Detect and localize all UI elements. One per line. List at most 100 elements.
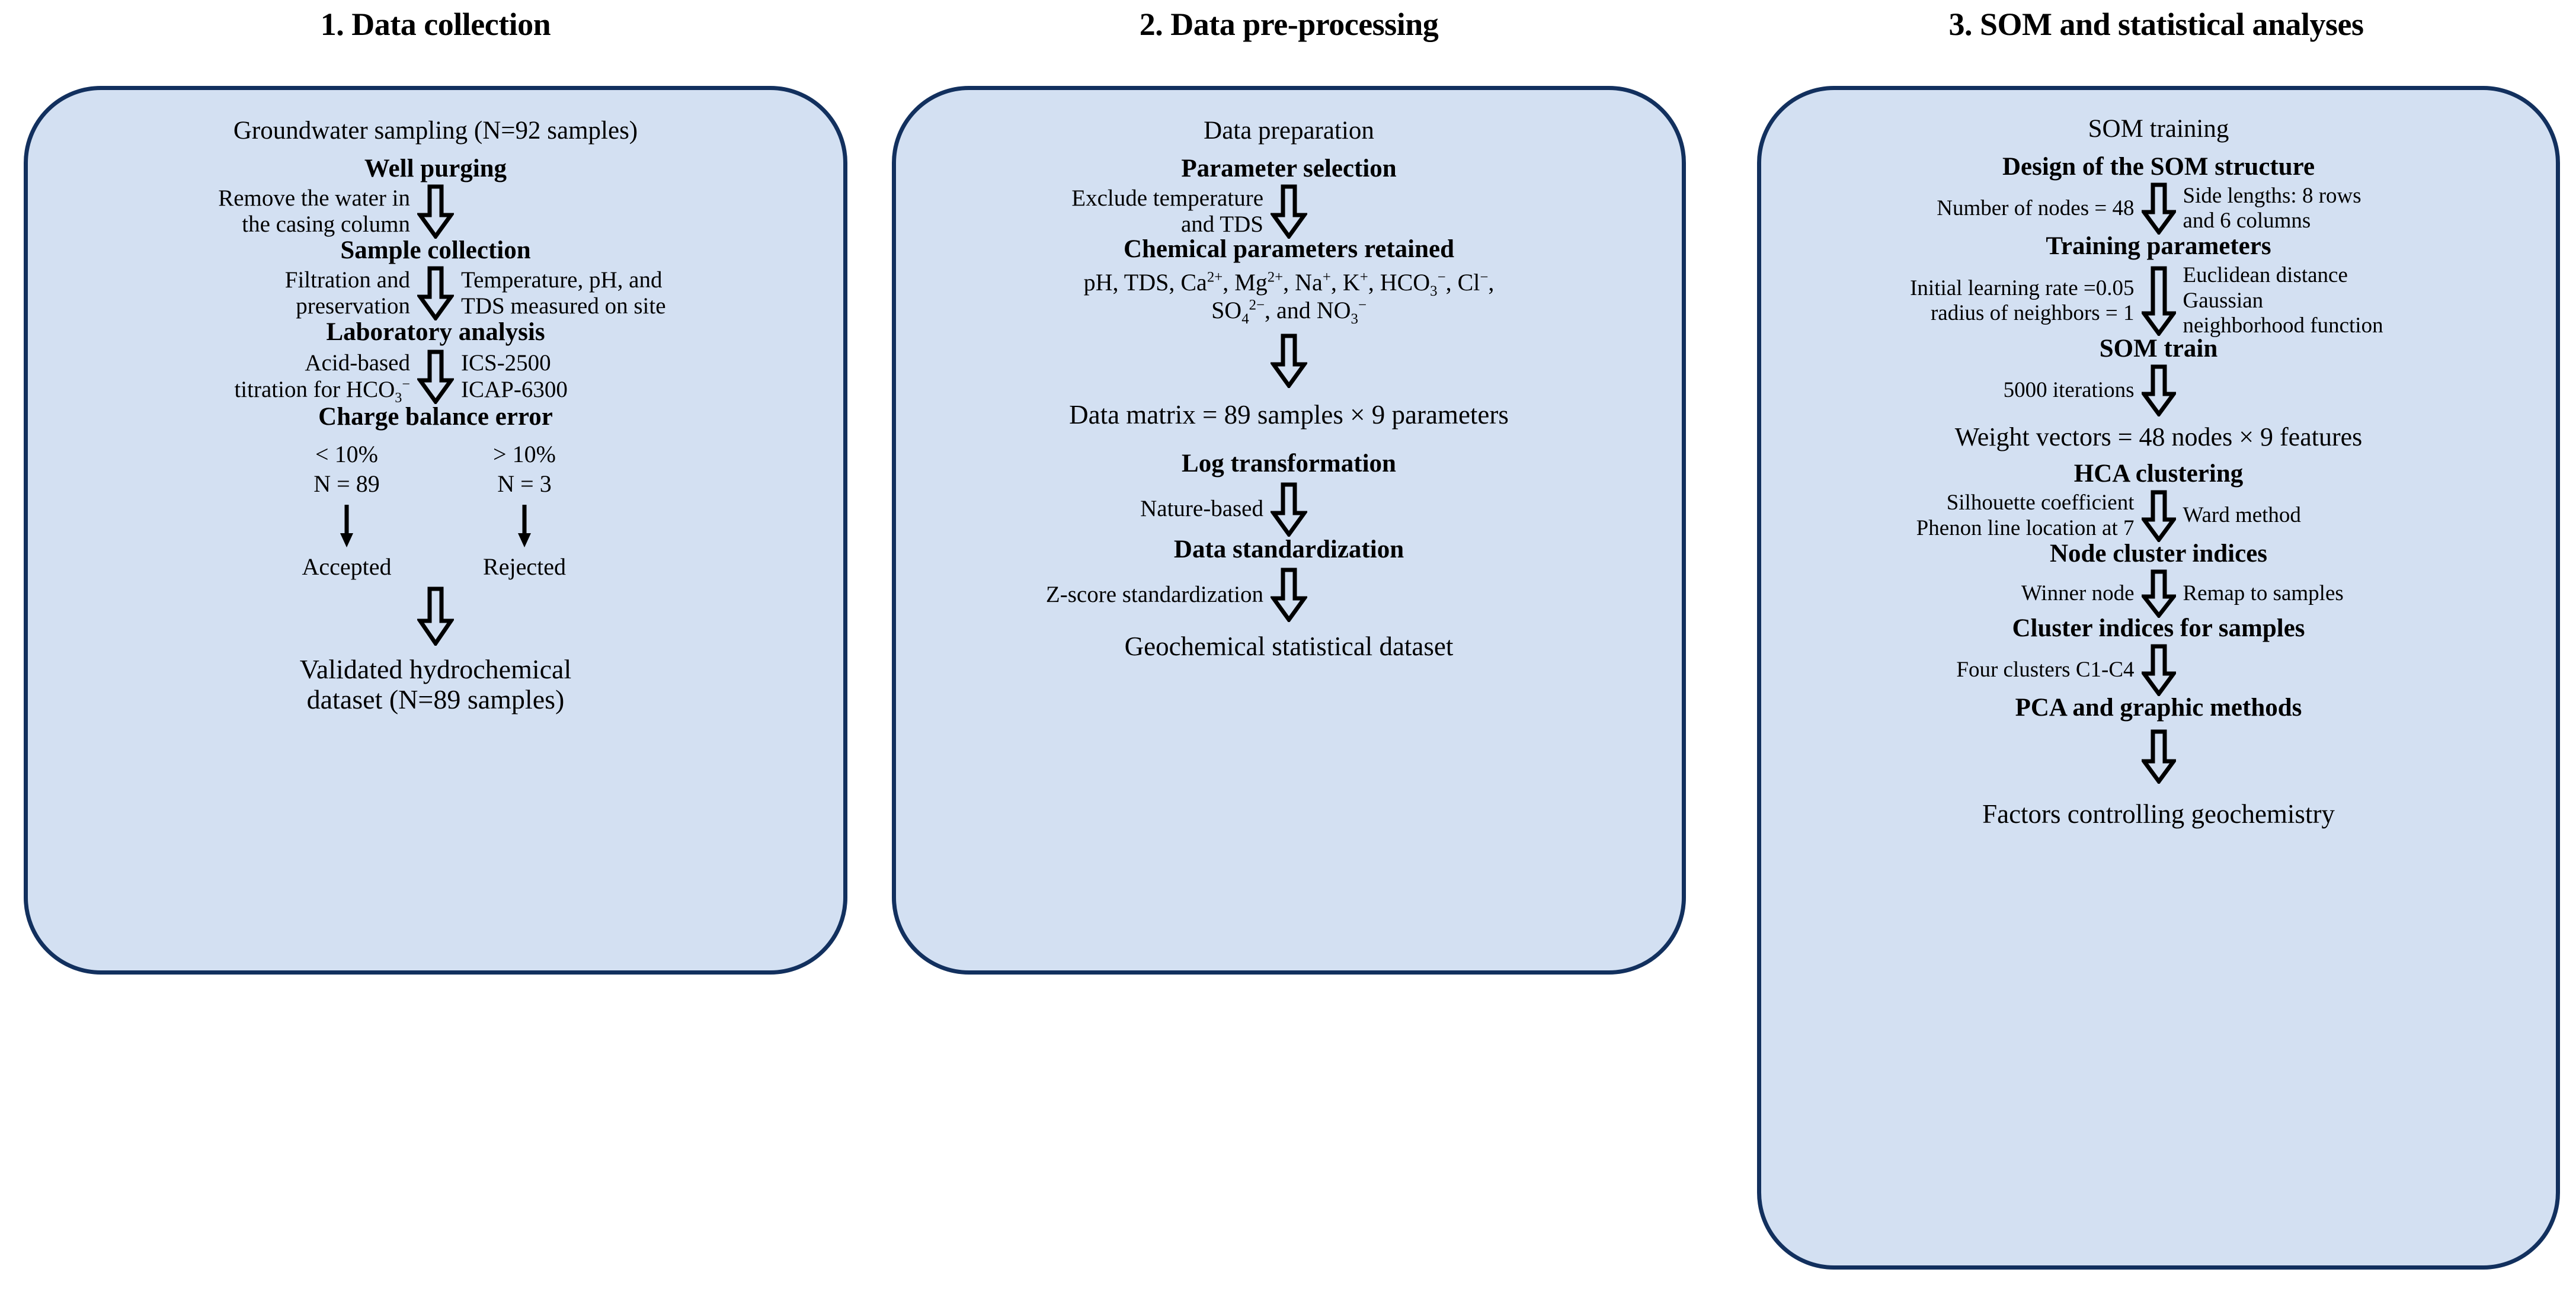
column-data-preprocessing: 2. Data pre-processing Data preparation … [868, 0, 1710, 975]
panel-title-1: 1. Data collection [320, 7, 551, 42]
block-arrow-down-icon [2141, 266, 2176, 336]
thin-arrow-down-icon [462, 504, 587, 547]
p2-heading-log-transformation: Log transformation [1182, 450, 1396, 478]
p3-row-node-cluster-indices: Winner node Remap to samples [1774, 569, 2543, 618]
p3-heading-pca-graphic-methods: PCA and graphic methods [2015, 693, 2302, 722]
p3-row-som-train: 5000 iterations [1774, 364, 2543, 417]
column-som-analyses: 3. SOM and statistical analyses SOM trai… [1736, 0, 2576, 1270]
p3-hca-right: Ward method [2183, 503, 2301, 528]
p3-design-left: Number of nodes = 48 [1937, 196, 2135, 221]
p1-lab-left-line2: titration for HCO3− [41, 376, 410, 406]
p1-well-purging-left: Remove the water in the casing column [218, 185, 410, 238]
p1-row-sample-collection: Filtration and preservation Temperature,… [41, 266, 830, 321]
p3-heading-design-som: Design of the SOM structure [2002, 153, 2315, 181]
block-arrow-down-icon [2141, 490, 2176, 542]
p1-lab-left-line1: Acid-based [305, 350, 410, 376]
p2-heading-parameter-selection: Parameter selection [1181, 155, 1397, 183]
p3-heading-training-parameters: Training parameters [2046, 232, 2271, 261]
p2-params-line2: SO42−, and NO3− [1211, 297, 1367, 328]
p3-design-right: Side lengths: 8 rows and 6 columns [2183, 184, 2361, 233]
p2-row-log-transformation: Nature-based [909, 482, 1669, 537]
thin-arrow-down-icon [284, 504, 409, 547]
p1-branch-right-n: N = 3 [497, 470, 552, 497]
block-arrow-down-icon [2141, 644, 2176, 696]
p1-heading-sample-collection: Sample collection [340, 236, 531, 265]
p1-intro: Groundwater sampling (N=92 samples) [233, 117, 638, 145]
p1-heading-well-purging: Well purging [364, 155, 507, 183]
p1-branch-results: Accepted Rejected [41, 552, 830, 582]
p2-parameter-selection-left: Exclude temperature and TDS [1071, 185, 1263, 238]
p1-lab-right: ICS-2500 ICAP-6300 [461, 350, 568, 402]
p3-heading-node-cluster-indices: Node cluster indices [2049, 539, 2268, 568]
block-arrow-down-icon [1271, 184, 1307, 239]
block-arrow-down-icon [417, 266, 454, 321]
p1-branch-conditions: < 10% N = 89 > 10% N = 3 [41, 440, 830, 499]
p3-node-left: Winner node [2021, 581, 2135, 605]
column-data-collection: 1. Data collection Groundwater sampling … [0, 0, 871, 975]
panel-3-body: SOM training Design of the SOM structure… [1757, 86, 2560, 1270]
p3-outcome: Factors controlling geochemistry [1982, 799, 2335, 829]
panel-1-body: Groundwater sampling (N=92 samples) Well… [24, 86, 847, 975]
p1-arrow-to-outcome [41, 586, 830, 646]
p2-arrow-to-matrix [909, 334, 1669, 389]
p1-lab-left-sup: − [402, 376, 410, 392]
p3-heading-cluster-indices-samples: Cluster indices for samples [2012, 614, 2305, 642]
p2-row-parameter-selection: Exclude temperature and TDS [909, 184, 1669, 239]
p1-branch-right-cond: > 10% [493, 440, 556, 467]
p3-training-right: Euclidean distance Gaussian neighborhood… [2183, 263, 2383, 338]
p3-row-cluster-indices-samples: Four clusters C1-C4 [1774, 644, 2543, 696]
p3-training-left: Initial learning rate =0.05 radius of ne… [1910, 275, 2135, 325]
p1-branch-left-cond: < 10% [315, 440, 378, 467]
panel-title-3: 3. SOM and statistical analyses [1948, 7, 2364, 42]
p1-row-well-purging: Remove the water in the casing column [41, 184, 830, 239]
p2-heading-data-standardization: Data standardization [1173, 535, 1404, 563]
p3-som-train-left: 5000 iterations [2003, 378, 2135, 403]
p3-heading-hca-clustering: HCA clustering [2073, 460, 2244, 488]
block-arrow-down-icon [2141, 729, 2176, 784]
p2-intro: Data preparation [1204, 117, 1374, 145]
p1-sample-collection-right: Temperature, pH, and TDS measured on sit… [461, 267, 666, 319]
p3-hca-left: Silhouette coefficient Phenon line locat… [1916, 491, 2135, 540]
p1-lab-left: Acid-based titration for HCO3− [41, 350, 417, 406]
block-arrow-down-icon [417, 586, 454, 646]
block-arrow-down-icon [2141, 569, 2176, 618]
p3-weight-vectors: Weight vectors = 48 nodes × 9 features [1954, 422, 2363, 452]
p2-log-left: Nature-based [1140, 496, 1263, 522]
panel-2-body: Data preparation Parameter selection Exc… [892, 86, 1686, 975]
block-arrow-down-icon [417, 184, 454, 239]
p3-node-right: Remap to samples [2183, 581, 2344, 605]
p3-intro: SOM training [2088, 115, 2229, 143]
block-arrow-down-icon [1271, 482, 1307, 537]
p1-outcome: Validated hydrochemical dataset (N=89 sa… [299, 653, 572, 715]
p2-outcome: Geochemical statistical dataset [1124, 631, 1454, 661]
p3-arrow-to-outcome [1774, 729, 2543, 784]
p1-branch-right: > 10% N = 3 [462, 440, 587, 499]
p1-branch-left-n: N = 89 [313, 470, 380, 497]
p1-heading-laboratory-analysis: Laboratory analysis [326, 318, 545, 347]
p3-row-training-parameters: Initial learning rate =0.05 radius of ne… [1774, 263, 2543, 338]
block-arrow-down-icon [417, 350, 454, 404]
p1-lab-left-text: titration for HCO [234, 376, 395, 402]
p1-branch-arrows [41, 504, 830, 547]
p2-row-data-standardization: Z-score standardization [909, 568, 1669, 622]
block-arrow-down-icon [1271, 568, 1307, 622]
p2-heading-chemical-parameters: Chemical parameters retained [1123, 235, 1455, 264]
p2-data-matrix: Data matrix = 89 samples × 9 parameters [1069, 400, 1509, 430]
p3-row-hca-clustering: Silhouette coefficient Phenon line locat… [1774, 490, 2543, 542]
p1-branch-left-result: Accepted [302, 553, 392, 580]
p2-standardization-left: Z-score standardization [1045, 581, 1263, 607]
p1-lab-left-sub: 3 [395, 389, 402, 406]
p1-row-laboratory-analysis: Acid-based titration for HCO3− ICS-2500 … [41, 350, 830, 406]
p1-branch-right-result: Rejected [483, 553, 566, 580]
p1-branch-left: < 10% N = 89 [284, 440, 409, 499]
p3-heading-som-train: SOM train [2099, 334, 2218, 363]
panel-title-2: 2. Data pre-processing [1139, 7, 1439, 42]
block-arrow-down-icon [1271, 334, 1307, 389]
block-arrow-down-icon [2141, 182, 2176, 235]
p2-params-line1: pH, TDS, Ca2+, Mg2+, Na+, K+, HCO3−, Cl−… [1083, 269, 1495, 300]
p1-heading-charge-balance-error: Charge balance error [318, 402, 553, 431]
p3-row-design-som: Number of nodes = 48 Side lengths: 8 row… [1774, 182, 2543, 235]
p3-cluster-left: Four clusters C1-C4 [1956, 657, 2135, 682]
p1-sample-collection-left: Filtration and preservation [284, 267, 410, 319]
